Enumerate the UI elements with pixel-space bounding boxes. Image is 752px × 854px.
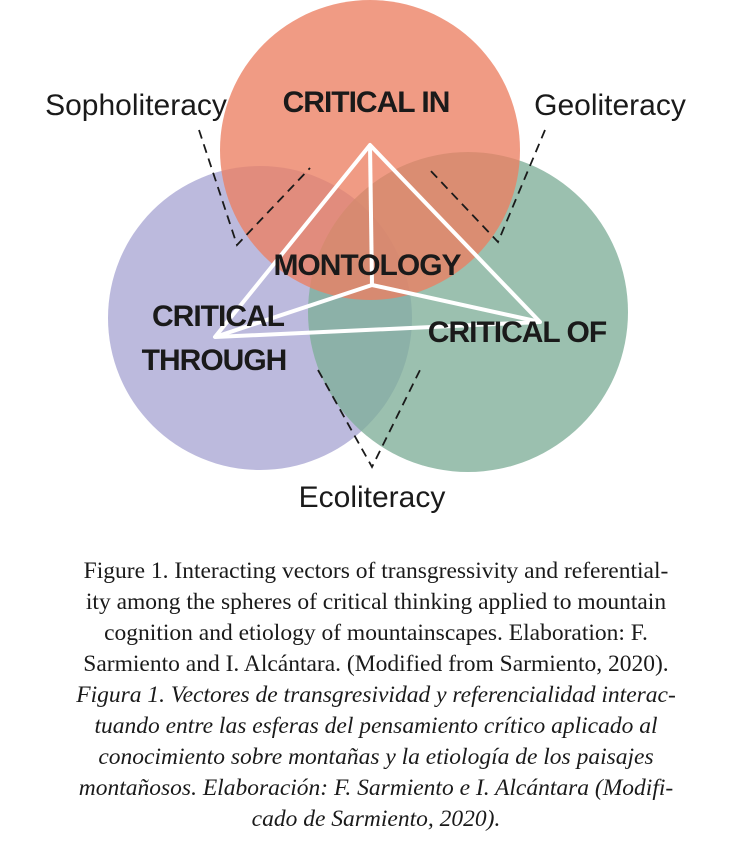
dashed-ecoliteracy xyxy=(317,369,421,469)
label-critical-in: CRITICAL IN xyxy=(283,86,450,119)
caption-english: Figure 1. Interacting vectors of transgr… xyxy=(0,556,752,680)
label-critical-through-line1: CRITICAL xyxy=(152,300,285,333)
caption-line: tuando entre las esferas del pensamiento… xyxy=(94,713,658,739)
caption-line: cado de Sarmiento, 2020). xyxy=(251,806,501,832)
inner-triangle xyxy=(213,143,542,339)
label-montology: MONTOLOGY xyxy=(273,249,461,282)
caption-spanish: Figura 1. Vectores de transgresividad y … xyxy=(0,680,752,835)
caption-line: montañosos. Elaboración: F. Sarmiento e … xyxy=(78,775,674,801)
dashed-geoliteracy xyxy=(427,129,546,244)
caption-line: Figure 1. Interacting vectors of transgr… xyxy=(83,558,669,584)
dashed-connectors xyxy=(198,129,546,469)
caption-line: cognition and etiology of mountainscapes… xyxy=(104,620,648,646)
venn-diagram: CRITICAL IN MONTOLOGY CRITICAL THROUGH C… xyxy=(45,0,686,514)
label-sopholiteracy: Sopholiteracy xyxy=(45,89,227,122)
caption-line: Sarmiento and I. Alcántara. (Modified fr… xyxy=(83,651,669,677)
caption-line: ity among the spheres of critical thinki… xyxy=(85,589,667,615)
label-ecoliteracy: Ecoliteracy xyxy=(299,481,446,514)
caption-line: Figura 1. Vectores de transgresividad y … xyxy=(76,682,676,708)
label-critical-of: CRITICAL OF xyxy=(428,316,607,349)
caption-line: conocimiento sobre montañas y la etiolog… xyxy=(98,744,654,770)
label-critical-through-line2: THROUGH xyxy=(142,344,287,377)
label-geoliteracy: Geoliteracy xyxy=(534,89,686,122)
dashed-sopholiteracy xyxy=(198,129,311,247)
